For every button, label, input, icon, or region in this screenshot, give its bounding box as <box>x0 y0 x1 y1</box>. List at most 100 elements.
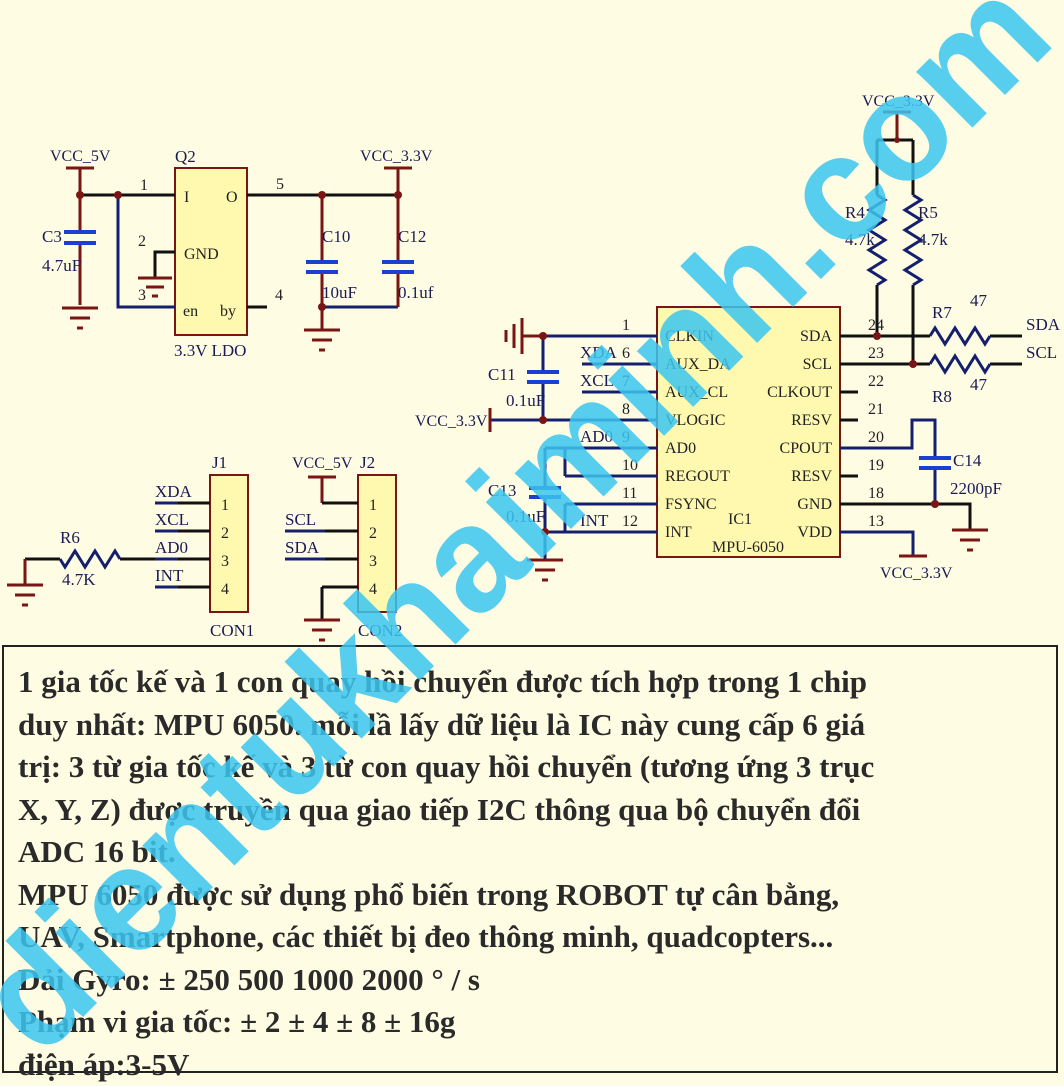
ic-pin-label: CLKOUT <box>767 384 832 401</box>
ic-pin-number: 22 <box>868 373 884 390</box>
vcc-3v3-label: VCC_3.3V <box>360 148 433 165</box>
net-label: XDA <box>580 343 618 362</box>
description-line: Dải Gyro: ± 250 500 1000 2000 ° / s <box>18 959 1056 1002</box>
ground-icon <box>62 308 98 328</box>
ic-ref: IC1 <box>728 511 752 528</box>
r7-value: 47 <box>970 291 988 310</box>
ic-pin-number: 10 <box>622 457 638 474</box>
pin-label: en <box>183 303 198 320</box>
pin-number: 3 <box>369 553 377 570</box>
schematic: Q2 3.3V LDO I O GND en by 1 2 3 4 5 VCC_… <box>0 0 1064 645</box>
ic-pin-label: SCL <box>803 356 832 373</box>
pin-number: 5 <box>276 176 284 193</box>
description-line: X, Y, Z) được truyền qua giao tiếp I2C t… <box>18 789 1056 832</box>
r6-value: 4.7K <box>62 570 96 589</box>
ground-icon <box>7 585 43 605</box>
description-line: 1 gia tốc kế và 1 con quay hồi chuyển đư… <box>18 661 1056 704</box>
c3-label: C3 <box>42 227 62 246</box>
pin-number: 1 <box>221 497 229 514</box>
pin-label: GND <box>184 246 219 263</box>
pin-number: 1 <box>369 497 377 514</box>
net-label: XCL <box>155 510 189 529</box>
scl-net-label: SCL <box>1026 343 1057 362</box>
r5-label: R5 <box>918 203 938 222</box>
pin-number: 1 <box>140 177 148 194</box>
ic-pin-number: 21 <box>868 401 884 418</box>
pin-number: 3 <box>138 287 146 304</box>
ground-icon <box>304 620 340 640</box>
description-line: điện áp:3-5V <box>18 1044 1056 1086</box>
c13-label: C13 <box>488 481 516 500</box>
j1-ref: J1 <box>212 453 227 472</box>
ground-icon <box>304 330 340 350</box>
pin-number: 4 <box>369 581 377 598</box>
connector-j2: J2 CON2 VCC_5V SCL SDA 1 2 3 4 <box>285 453 402 640</box>
ic-pin-label: RESV <box>791 468 832 485</box>
net-label: SDA <box>285 538 320 557</box>
ic-pin-number: 12 <box>622 513 638 530</box>
c11-label: C11 <box>488 365 516 384</box>
net-label: XDA <box>155 482 193 501</box>
mpu6050-ic: IC1 MPU-6050 CLKIN1AUX_DA6XDAAUX_CL7XCLV… <box>415 93 1061 582</box>
connector-j1: J1 CON1 R6 4.7K XDA XCL AD0 INT 1 2 3 4 <box>7 453 254 640</box>
r4-value: 4.7k <box>845 230 875 249</box>
net-label: AD0 <box>155 538 188 557</box>
description-box: 1 gia tốc kế và 1 con quay hồi chuyển đư… <box>2 645 1058 1073</box>
ic-pin-label: INT <box>665 524 692 541</box>
description-line: MPU 6050 được sử dụng phổ biến trong ROB… <box>18 874 1056 917</box>
c11-value: 0.1uF <box>506 391 545 410</box>
ic-pin-label: VDD <box>797 524 832 541</box>
c14-value: 2200pF <box>950 479 1002 498</box>
vcc-3v3-label: VCC_3.3V <box>862 93 935 110</box>
r6-label: R6 <box>60 528 80 547</box>
description-line: ADC 16 bit. <box>18 831 1056 874</box>
ic-pin-number: 7 <box>622 373 630 390</box>
c12-value: 0.1uf <box>398 283 434 302</box>
pin-label: O <box>226 189 238 206</box>
c10-value: 10uF <box>322 283 357 302</box>
j2-name: CON2 <box>358 621 402 640</box>
ldo-name: 3.3V LDO <box>174 341 246 360</box>
vcc-3v3-label: VCC_3.3V <box>880 565 953 582</box>
ic-pin-label: GND <box>797 496 832 513</box>
c10-label: C10 <box>322 227 350 246</box>
description-line: duy nhất: MPU 6050. mỗi lầ lấy dữ liệu l… <box>18 704 1056 747</box>
ic-pin-label: AUX_CL <box>665 384 728 401</box>
r4-label: R4 <box>845 203 865 222</box>
ic-pin-number: 19 <box>868 457 884 474</box>
ic-pin-label: CLKIN <box>665 328 714 345</box>
net-label: INT <box>155 566 184 585</box>
pin-number: 2 <box>369 525 377 542</box>
ic-pin-label: SDA <box>800 328 832 345</box>
c14-label: C14 <box>953 451 982 470</box>
r8-label: R8 <box>932 387 952 406</box>
ic-pin-number: 23 <box>868 345 884 362</box>
ic-pin-number: 6 <box>622 345 630 362</box>
ic-pin-label: AD0 <box>665 440 696 457</box>
ic-pin-label: AUX_DA <box>665 356 731 373</box>
ic-pin-label: CPOUT <box>780 440 833 457</box>
ic-pin-number: 11 <box>622 485 637 502</box>
net-label: SCL <box>285 510 316 529</box>
ic-pin-number: 13 <box>868 513 884 530</box>
j1-name: CON1 <box>210 621 254 640</box>
ic-pin-label: RESV <box>791 412 832 429</box>
ldo-regulator: Q2 3.3V LDO I O GND en by 1 2 3 4 5 VCC_… <box>42 147 434 360</box>
description-line: Phạm vi gia tốc: ± 2 ± 4 ± 8 ± 16g <box>18 1001 1056 1044</box>
ic-pin-number: 8 <box>622 401 630 418</box>
pin-number: 2 <box>221 525 229 542</box>
ldo-ref: Q2 <box>175 147 196 166</box>
ic-name: MPU-6050 <box>712 539 784 556</box>
ic-pin-number: 9 <box>622 429 630 446</box>
net-label: XCL <box>580 371 614 390</box>
sda-net-label: SDA <box>1026 315 1061 334</box>
c12-label: C12 <box>398 227 426 246</box>
ic-pin-number: 18 <box>868 485 884 502</box>
series-resistors <box>930 328 990 372</box>
pin-label: by <box>220 303 236 320</box>
vcc-5v-label: VCC_5V <box>292 455 353 472</box>
net-label: AD0 <box>580 427 613 446</box>
r7-label: R7 <box>932 303 952 322</box>
vcc-3v3-label: VCC_3.3V <box>415 413 488 430</box>
ic-pin-label: REGOUT <box>665 468 730 485</box>
